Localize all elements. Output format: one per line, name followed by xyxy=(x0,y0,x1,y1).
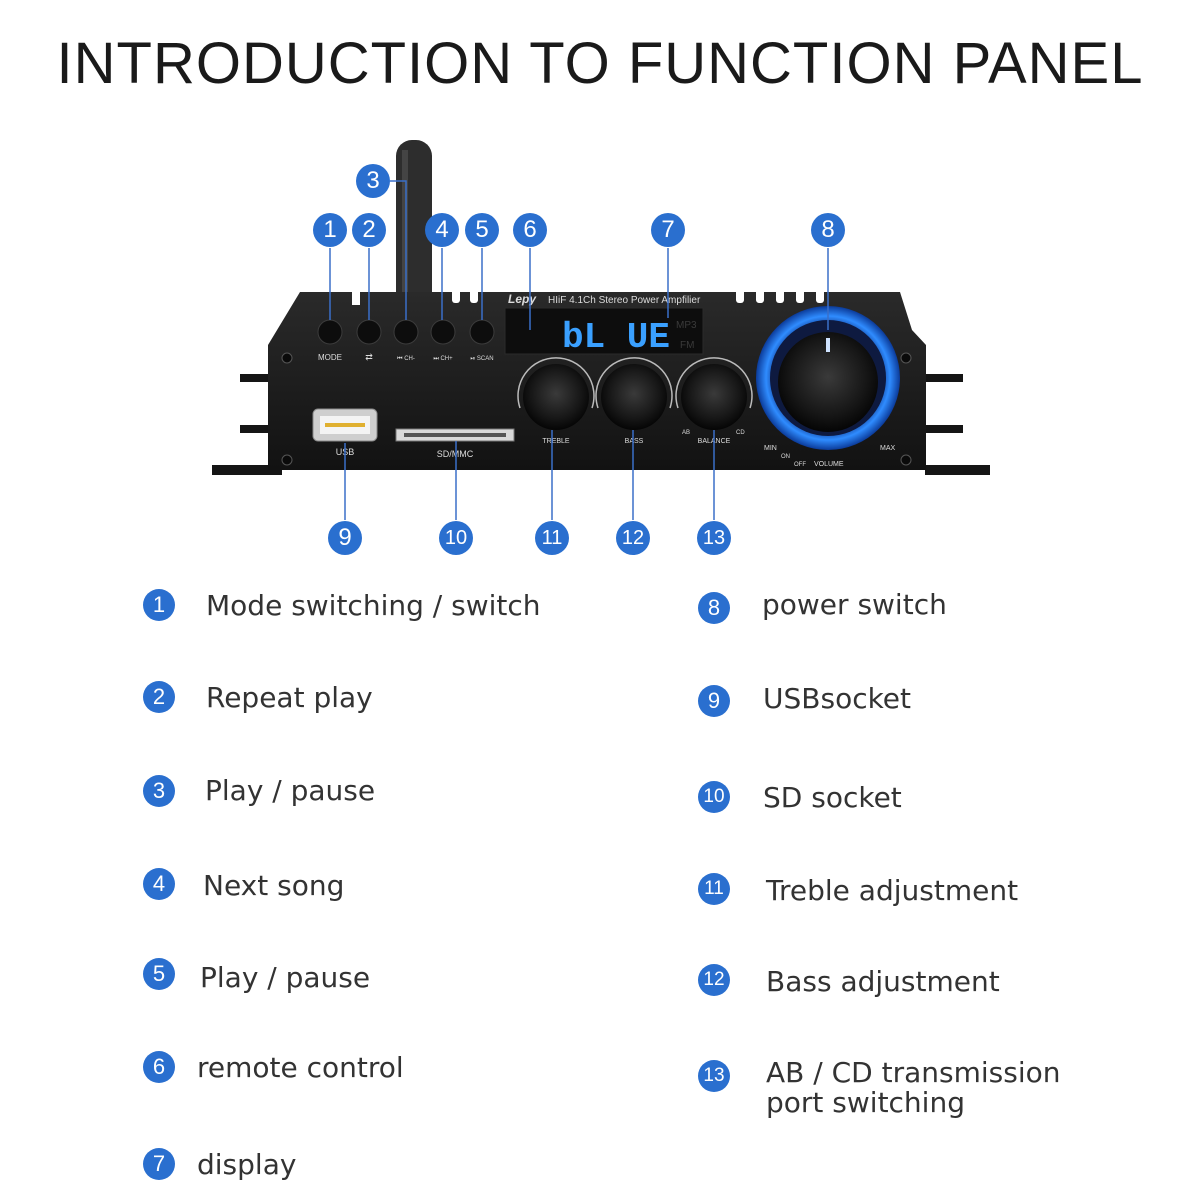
display-text: bL UE xyxy=(562,317,670,358)
legend-text-12: Bass adjustment xyxy=(766,965,1000,998)
callout-badge-10: 10 xyxy=(439,521,473,555)
legend-num-5: 5 xyxy=(143,958,175,990)
legend-text-13: AB / CD transmission port switching xyxy=(766,1056,1061,1119)
legend-text-2: Repeat play xyxy=(206,681,373,714)
control-buttons: MODE ⇄ ⏮ CH- ⏭ CH+ ⏯ SCAN xyxy=(317,319,495,362)
legend-text-8: power switch xyxy=(762,588,947,621)
mp3-indicator: MP3 xyxy=(676,320,697,331)
callout-badge-9: 9 xyxy=(328,521,362,555)
sd-slot[interactable]: SD/MMC xyxy=(395,428,515,459)
repeat-label: ⇄ xyxy=(365,352,373,362)
play-pause-button[interactable] xyxy=(393,319,419,345)
legend-text-10: SD socket xyxy=(763,781,902,814)
callout-badge-6: 6 xyxy=(513,213,547,247)
legend-text-4: Next song xyxy=(203,869,345,902)
bass-label: BASS xyxy=(625,438,644,445)
legend-num-6: 6 xyxy=(143,1051,175,1083)
legend-num-11: 11 xyxy=(698,873,730,905)
callout-badge-3: 3 xyxy=(356,164,390,198)
treble-knob[interactable]: TREBLE xyxy=(517,357,595,445)
legend-num-10: 10 xyxy=(698,781,730,813)
treble-label: TREBLE xyxy=(542,438,570,445)
legend-text-6: remote control xyxy=(197,1051,404,1084)
legend-num-7: 7 xyxy=(143,1148,175,1180)
legend-num-1: 1 xyxy=(143,589,175,621)
sd-label: SD/MMC xyxy=(437,449,474,459)
volume-power-knob[interactable]: MIN ON OFF VOLUME MAX xyxy=(756,306,900,468)
balance-cd-label: CD xyxy=(736,430,745,436)
legend-text-3: Play / pause xyxy=(205,774,376,807)
vol-max-label: MAX xyxy=(880,445,896,452)
legend-text-11: Treble adjustment xyxy=(766,874,1019,907)
callout-badge-8: 8 xyxy=(811,213,845,247)
legend-num-2: 2 xyxy=(143,681,175,713)
brand-logo: Lepy xyxy=(508,292,537,306)
scan-button[interactable] xyxy=(469,319,495,345)
fm-indicator: FM xyxy=(680,340,694,351)
legend-text-1: Mode switching / switch xyxy=(206,589,541,622)
prev-label: ⏮ CH- xyxy=(397,356,415,362)
callout-badge-7: 7 xyxy=(651,213,685,247)
legend-num-8: 8 xyxy=(698,592,730,624)
screws xyxy=(281,352,912,466)
heatsink-fins xyxy=(212,374,990,475)
callout-badge-1: 1 xyxy=(313,213,347,247)
vol-min-label: MIN xyxy=(764,445,777,452)
legend-num-9: 9 xyxy=(698,685,730,717)
balance-ab-label: AB xyxy=(682,430,690,436)
vol-volume-label: VOLUME xyxy=(814,461,844,468)
vol-off-label: OFF xyxy=(794,462,806,468)
scan-label: ⏯ SCAN xyxy=(470,356,493,362)
callout-badge-11: 11 xyxy=(535,521,569,555)
amplifier-panel-diagram: Lepy HIiF 4.1Ch Stereo Power Ampfilier b… xyxy=(212,140,990,520)
mode-button[interactable] xyxy=(317,319,343,345)
legend-num-4: 4 xyxy=(143,868,175,900)
model-text: HIiF 4.1Ch Stereo Power Ampfilier xyxy=(548,295,701,306)
vol-on-label: ON xyxy=(781,454,790,460)
callout-badge-2: 2 xyxy=(352,213,386,247)
legend-text-9: USBsocket xyxy=(763,682,912,715)
next-button[interactable] xyxy=(430,319,456,345)
callout-badge-5: 5 xyxy=(465,213,499,247)
legend-text-7: display xyxy=(197,1148,297,1181)
antenna xyxy=(396,140,432,315)
repeat-button[interactable] xyxy=(356,319,382,345)
next-label: ⏭ CH+ xyxy=(433,356,453,362)
mode-label: MODE xyxy=(318,353,342,362)
callout-lines xyxy=(329,180,829,520)
callout-badge-13: 13 xyxy=(697,521,731,555)
lcd-display: bL UE MP3 FM xyxy=(504,307,704,358)
bass-knob[interactable]: BASS xyxy=(595,357,673,445)
legend-num-13: 13 xyxy=(698,1060,730,1092)
legend-num-12: 12 xyxy=(698,964,730,996)
page-title: INTRODUCTION TO FUNCTION PANEL xyxy=(56,31,1144,96)
legend-num-3: 3 xyxy=(143,775,175,807)
top-notches xyxy=(452,285,824,303)
usb-socket[interactable]: USB xyxy=(312,408,378,457)
callout-badge-4: 4 xyxy=(425,213,459,247)
legend-text-5: Play / pause xyxy=(200,961,371,994)
callout-badge-12: 12 xyxy=(616,521,650,555)
